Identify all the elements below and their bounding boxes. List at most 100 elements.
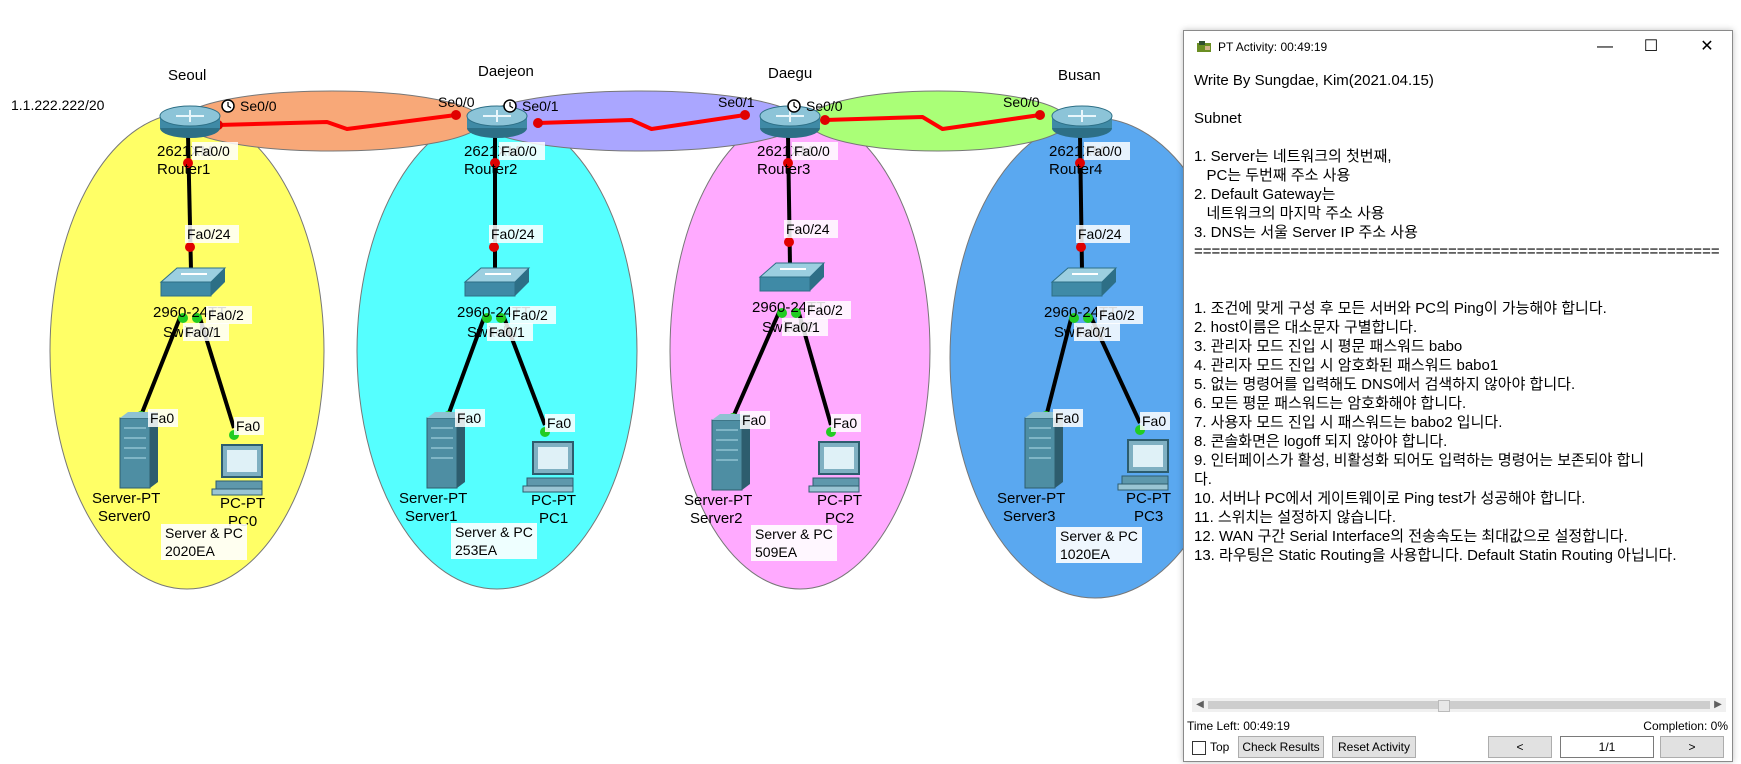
link-status-up-icon (777, 308, 787, 318)
cable-switch-server[interactable] (732, 309, 782, 416)
note-title: Server & PC (165, 525, 243, 541)
note-count: 1020EA (1060, 546, 1110, 562)
scroll-track[interactable] (1208, 701, 1710, 709)
server-type-label: Server-PT (399, 490, 467, 507)
ip-address-note: 1.1.222.222/20 (11, 97, 105, 113)
instruction-line: 3. 관리자 모드 진입 시 평문 패스워드 babo (1194, 338, 1463, 355)
port-label: Fa0/0 (1086, 143, 1122, 159)
server-type-label: Server-PT (92, 490, 160, 507)
note-box (161, 524, 247, 560)
wan-port-label: Se0/0 (438, 94, 475, 110)
switch-icon[interactable] (159, 267, 227, 297)
port-label: Fa0 (236, 418, 260, 434)
note-box (751, 525, 837, 561)
pc-icon[interactable] (1117, 439, 1169, 491)
port-label: Fa0/1 (489, 324, 525, 340)
router-icon[interactable] (159, 105, 221, 138)
note-title: Server & PC (755, 526, 833, 542)
pt-activity-window: PT Activity: 00:49:19 — ☐ ✕ Write By Sun… (1183, 30, 1733, 762)
site-name: Daejeon (478, 63, 534, 80)
close-button[interactable]: ✕ (1700, 38, 1714, 55)
link-status-up-icon (192, 313, 202, 323)
router-icon[interactable] (1051, 105, 1113, 138)
link-status-down-icon (740, 110, 750, 120)
pc-icon[interactable] (211, 444, 263, 496)
server-name-label: Server1 (405, 508, 458, 525)
router-name-label: Router4 (1049, 161, 1102, 178)
instruction-line: 7. 사용자 모드 진입 시 패스워드는 babo2 입니다. (1194, 414, 1503, 431)
server-name-label: Server2 (690, 510, 743, 527)
cable-switch-server[interactable] (140, 314, 183, 414)
pc-icon[interactable] (808, 441, 860, 493)
server-name-label: Server3 (1003, 508, 1056, 525)
instruction-line: 10. 서버나 PC에서 게이트웨이로 Ping test가 성공해야 합니다. (1194, 490, 1586, 507)
top-checkbox[interactable] (1192, 741, 1206, 755)
scroll-thumb[interactable] (1438, 700, 1450, 712)
instruction-line (1194, 128, 1728, 147)
cable-switch-server[interactable] (447, 314, 487, 414)
instruction-line: PC는 두번째 주소 사용 (1194, 167, 1351, 184)
instruction-line: 6. 모든 평문 패스워드는 암호화해야 합니다. (1194, 395, 1467, 412)
note-count: 253EA (455, 542, 498, 558)
instruction-line: 4. 관리자 모드 진입 시 암호화된 패스워드 babo1 (1194, 357, 1499, 374)
port-label: Fa0 (833, 415, 857, 431)
port-label: Fa0 (457, 410, 481, 426)
cable-switch-server[interactable] (1045, 314, 1074, 414)
router-name-label: Router3 (757, 161, 810, 178)
switch-icon[interactable] (1050, 267, 1118, 297)
site-name: Daegu (768, 65, 812, 82)
server-type-label: Server-PT (997, 490, 1065, 507)
link-status-down-icon (489, 242, 499, 252)
instruction-line: ========================================… (1194, 243, 1720, 260)
pc-type-label: PC-PT (531, 492, 576, 509)
link-status-down-icon (533, 118, 543, 128)
wan-port-label: Se0/0 (240, 98, 277, 114)
minimize-button[interactable]: — (1597, 38, 1613, 55)
instruction-line: 1. Server는 네트워크의 첫번째, (1194, 148, 1392, 165)
port-label: Fa0/24 (491, 226, 535, 242)
port-label: Fa0/0 (794, 143, 830, 159)
check-results-button[interactable]: Check Results (1238, 736, 1324, 758)
prev-page-button[interactable]: < (1488, 736, 1552, 758)
instruction-line (1194, 280, 1728, 299)
server-icon[interactable] (711, 414, 750, 491)
router-icon[interactable] (466, 105, 528, 138)
maximize-button[interactable]: ☐ (1643, 38, 1659, 55)
switch-icon[interactable] (758, 262, 826, 292)
pc-type-label: PC-PT (1126, 490, 1171, 507)
note-title: Server & PC (455, 524, 533, 540)
link-status-down-icon (1076, 242, 1086, 252)
link-status-down-icon (490, 158, 500, 168)
server-icon[interactable] (426, 412, 465, 489)
port-label: Fa0/24 (187, 226, 231, 242)
pc-icon[interactable] (522, 441, 574, 493)
scroll-left-icon[interactable]: ◀ (1196, 699, 1204, 710)
instruction-line: 9. 인터페이스가 활성, 비활성화 되어도 입력하는 명령어는 보존되야 합니 (1194, 452, 1645, 469)
instruction-line: Subnet (1194, 110, 1242, 127)
pc-type-label: PC-PT (817, 492, 862, 509)
instruction-line: 12. WAN 구간 Serial Interface의 전송속도는 최대값으로… (1194, 528, 1628, 545)
horizontal-scrollbar[interactable]: ◀ ▶ (1192, 698, 1726, 712)
next-page-button[interactable]: > (1660, 736, 1724, 758)
link-status-down-icon (451, 110, 461, 120)
port-label: Fa0/2 (208, 307, 244, 323)
serial-link-2[interactable] (537, 113, 746, 131)
port-label: Fa0/2 (807, 302, 843, 318)
port-label: Fa0 (1055, 410, 1079, 426)
serial-link-3[interactable] (824, 113, 1041, 131)
port-label: Fa0/1 (185, 324, 221, 340)
reset-activity-button[interactable]: Reset Activity (1332, 736, 1416, 758)
switch-icon[interactable] (463, 267, 531, 297)
scroll-right-icon[interactable]: ▶ (1714, 699, 1722, 710)
title-bar[interactable]: PT Activity: 00:49:19 — ☐ ✕ (1184, 31, 1732, 63)
link-status-up-icon (1083, 313, 1093, 323)
router-icon[interactable] (759, 105, 821, 138)
port-label: Fa0/0 (501, 143, 537, 159)
serial-link-1[interactable] (217, 113, 457, 131)
page-indicator: 1/1 (1560, 736, 1654, 758)
pc-name-label: PC1 (539, 510, 568, 527)
instruction-line (1194, 90, 1728, 109)
note-count: 2020EA (165, 543, 215, 559)
